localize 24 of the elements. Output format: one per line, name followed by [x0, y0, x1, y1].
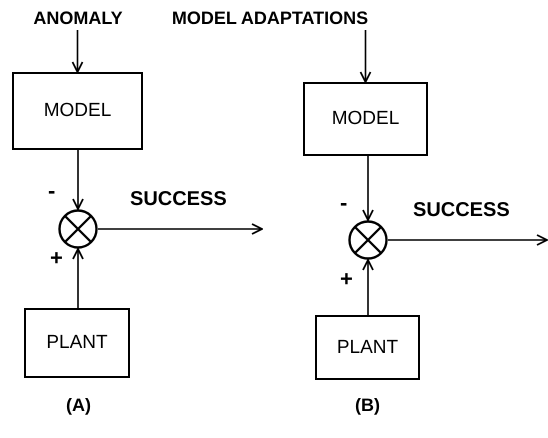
panel-label: (A)	[66, 396, 91, 414]
panel-label: (B)	[355, 396, 380, 414]
arrow	[72, 248, 84, 308]
block-box: PLANT	[315, 315, 420, 380]
arrow	[362, 156, 374, 221]
input-label: ANOMALY	[28, 6, 128, 30]
input-label: MODEL ADAPTATIONS	[128, 6, 412, 30]
summing-junction	[348, 220, 388, 260]
arrow	[360, 30, 372, 83]
block-box: MODEL	[303, 82, 428, 156]
block-box: PLANT	[24, 308, 130, 378]
arrow	[98, 223, 263, 235]
edge-label: SUCCESS	[130, 189, 227, 209]
edge-label: -	[340, 192, 348, 214]
edge-label: -	[48, 180, 56, 202]
edge-label: +	[50, 247, 63, 269]
edge-label: SUCCESS	[413, 200, 510, 220]
summing-junction	[58, 209, 98, 249]
arrow	[72, 150, 84, 210]
arrow	[72, 30, 84, 73]
edge-label: +	[340, 268, 353, 290]
block-box: MODEL	[12, 72, 143, 150]
arrow	[362, 259, 374, 315]
arrow	[388, 234, 548, 246]
